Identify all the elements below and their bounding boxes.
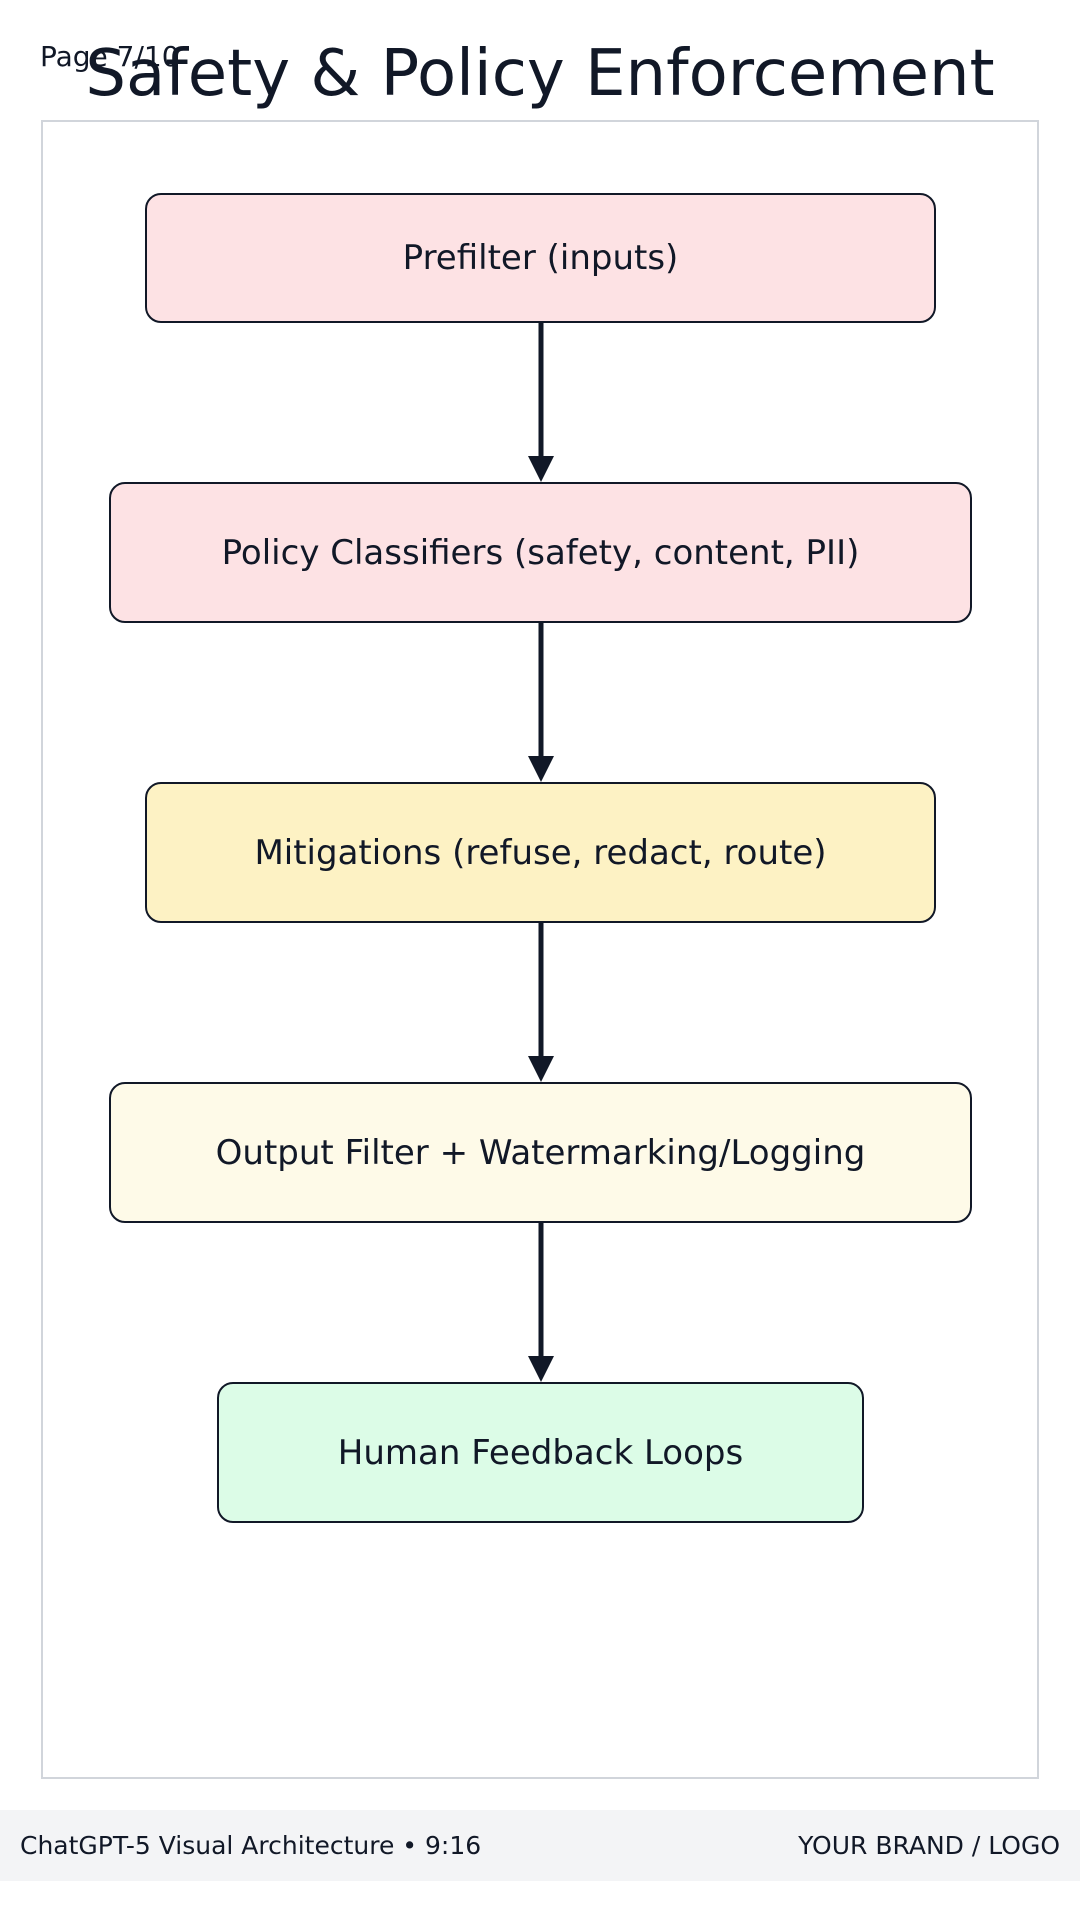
policy-classifiers-node: Policy Classifiers (safety, content, PII… [109, 482, 972, 623]
footer-bar: ChatGPT-5 Visual Architecture • 9:16 YOU… [0, 1810, 1080, 1881]
footer-caption: ChatGPT-5 Visual Architecture • 9:16 [20, 1831, 482, 1860]
human-feedback-node: Human Feedback Loops [217, 1382, 864, 1523]
brand-logo-placeholder: YOUR BRAND / LOGO [798, 1831, 1060, 1860]
mitigations-node-label: Mitigations (refuse, redact, route) [254, 832, 827, 873]
mitigations-node: Mitigations (refuse, redact, route) [145, 782, 936, 923]
prefilter-node: Prefilter (inputs) [145, 193, 936, 323]
page-title: Safety & Policy Enforcement [85, 37, 995, 111]
prefilter-node-label: Prefilter (inputs) [402, 238, 679, 278]
output-filter-node: Output Filter + Watermarking/Logging [109, 1082, 972, 1223]
page-indicator: Page 7/10 [40, 40, 180, 73]
diagram-frame [41, 120, 1039, 1779]
human-feedback-node-label: Human Feedback Loops [337, 1432, 744, 1473]
output-filter-node-label: Output Filter + Watermarking/Logging [215, 1132, 866, 1173]
policy-classifiers-node-label: Policy Classifiers (safety, content, PII… [221, 532, 860, 573]
